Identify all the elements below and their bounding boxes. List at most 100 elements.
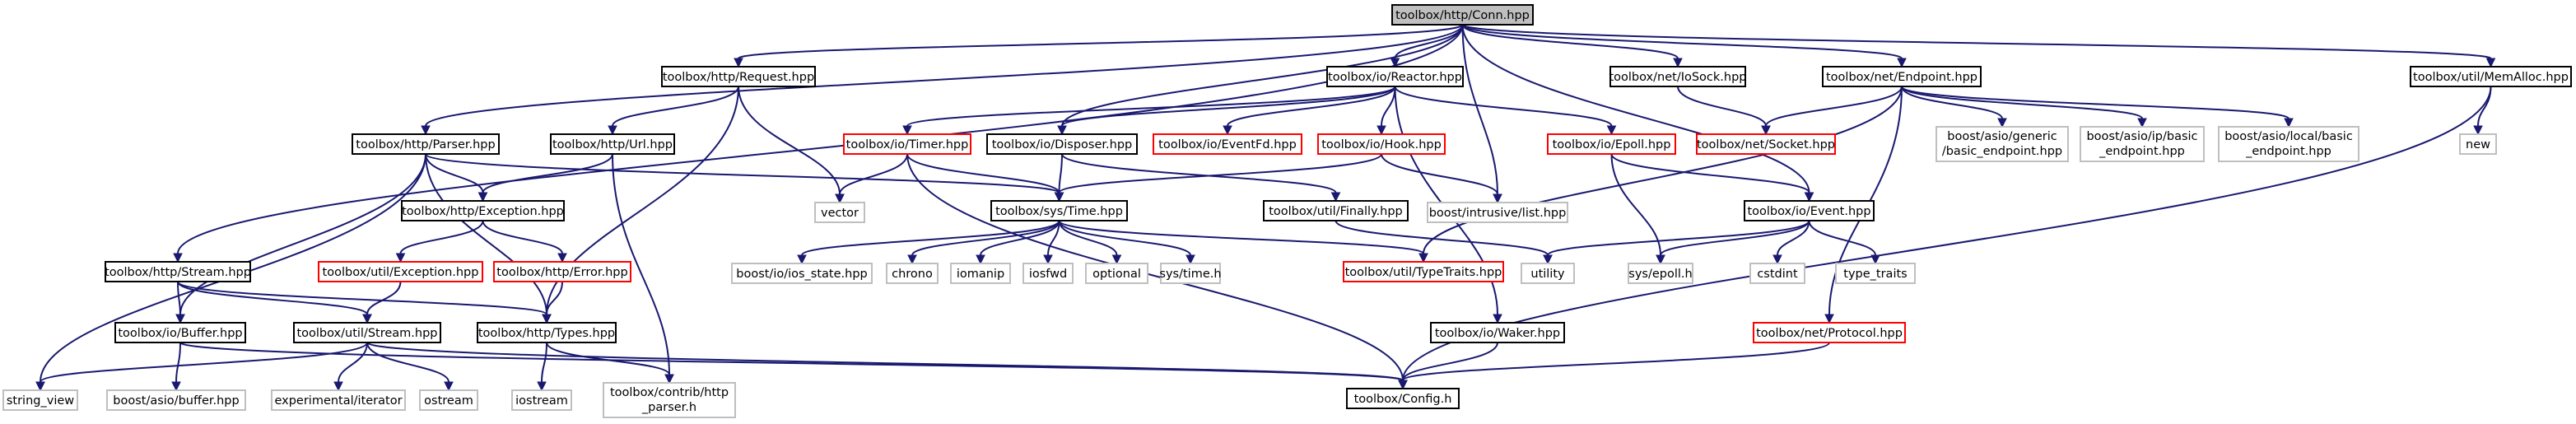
edge-endpoint-to-netsocket [1765, 86, 1903, 127]
node-exception-http[interactable]: toolbox/http/Exception.hpp [401, 200, 565, 221]
node-io-buffer[interactable]: toolbox/io/Buffer.hpp [114, 322, 246, 343]
node-label: toolbox/http/Exception.hpp [402, 205, 564, 218]
arrowhead [1772, 254, 1782, 265]
node-request[interactable]: toolbox/http/Request.hpp [661, 66, 816, 87]
node-time[interactable]: toolbox/sys/Time.hpp [990, 200, 1128, 221]
edge-time-to-iosfwd [1047, 220, 1060, 256]
edge-conn-to-event [1461, 24, 1810, 193]
node-memalloc[interactable]: toolbox/util/MemAlloc.hpp [2410, 66, 2572, 87]
node-netsocket[interactable]: toolbox/net/Socket.hpp [1696, 133, 1836, 155]
edge-iosock-to-netsocket [1677, 86, 1767, 127]
edge-io_buffer-to-asio_buffer [175, 342, 181, 383]
edge-reactor-to-disposer [1061, 86, 1396, 127]
node-http-types[interactable]: toolbox/http/Types.hpp [477, 322, 617, 343]
node-box [318, 261, 483, 282]
node-box [2410, 66, 2572, 87]
node-endpoint[interactable]: toolbox/net/Endpoint.hpp [1822, 66, 1982, 87]
node-protocol[interactable]: toolbox/net/Protocol.hpp [1753, 322, 1906, 343]
node-finally[interactable]: toolbox/util/Finally.hpp [1263, 200, 1409, 221]
node-label: toolbox/Config.h [1354, 393, 1452, 406]
edge-parser-to-exception_http [425, 153, 484, 193]
node-waker[interactable]: toolbox/io/Waker.hpp [1430, 322, 1565, 343]
node-iosock[interactable]: toolbox/net/IoSock.hpp [1609, 66, 1747, 87]
edge-time-to-systime [1058, 220, 1191, 256]
edge-conn-to-iosock [1461, 24, 1679, 59]
node-box [1391, 4, 1534, 26]
edge-http_types-to-iostream [541, 342, 547, 383]
node-label: iomanip [957, 268, 1004, 281]
edge-http_stream-to-io_buffer [177, 281, 181, 315]
node-hook[interactable]: toolbox/io/Hook.hpp [1317, 133, 1446, 155]
arrowhead [542, 314, 552, 324]
node-box [1427, 202, 1568, 223]
node-utility: utility [1521, 263, 1575, 284]
node-parser[interactable]: toolbox/http/Parser.hpp [352, 133, 500, 155]
node-box [1153, 133, 1302, 155]
arrowhead [1493, 314, 1502, 324]
node-box [1263, 200, 1409, 221]
node-string-view: string_view [2, 389, 78, 411]
node-eventfd[interactable]: toolbox/io/EventFd.hpp [1153, 133, 1302, 155]
edge-conn-to-endpoint [1461, 24, 1903, 59]
node-http-error[interactable]: toolbox/http/Error.hpp [493, 261, 631, 282]
node-label: toolbox/net/Socket.hpp [1697, 138, 1835, 151]
node-box [511, 389, 572, 411]
arrowhead [1111, 254, 1122, 265]
arrowhead [1761, 125, 1771, 136]
edge-disposer-to-finally [1061, 153, 1337, 193]
node-label: iostream [515, 394, 568, 408]
arrowhead [1418, 253, 1428, 263]
node-conn[interactable]: toolbox/http/Conn.hpp [1391, 4, 1534, 26]
node-box [1835, 263, 1916, 284]
arrowhead [1606, 125, 1617, 136]
node-box [1160, 263, 1221, 284]
node-typetraits-util[interactable]: toolbox/util/TypeTraits.hpp [1343, 261, 1504, 282]
edge-protocol-to-config [1402, 342, 1830, 381]
node-label: _parser.h [641, 401, 696, 414]
edge-http_stream-to-util_stream [177, 281, 368, 315]
node-label: toolbox/net/IoSock.hpp [1609, 71, 1746, 84]
edge-request-to-http_types [546, 86, 739, 315]
edge-time-to-chrono [911, 220, 1060, 256]
node-asio-buffer: boost/asio/buffer.hpp [106, 389, 246, 411]
node-iostream: iostream [511, 389, 572, 411]
node-box [477, 322, 617, 343]
node-iosfwd: iosfwd [1022, 263, 1074, 284]
node-box [1326, 66, 1464, 87]
arrowhead [1493, 193, 1502, 204]
node-util-exception[interactable]: toolbox/util/Exception.hpp [318, 261, 483, 282]
node-timer[interactable]: toolbox/io/Timer.hpp [843, 133, 971, 155]
node-config[interactable]: toolbox/Config.h [1346, 388, 1460, 409]
node-box [493, 261, 631, 282]
node-label: toolbox/util/Exception.hpp [323, 266, 479, 279]
node-event[interactable]: toolbox/io/Event.hpp [1744, 200, 1875, 221]
node-box [2, 389, 78, 411]
node-disposer[interactable]: toolbox/io/Disposer.hpp [986, 133, 1138, 155]
node-util-stream[interactable]: toolbox/util/Stream.hpp [293, 322, 441, 343]
node-vector: vector [814, 202, 865, 223]
edge-disposer-to-time [1058, 153, 1063, 193]
node-label: chrono [892, 268, 933, 281]
node-box [1547, 133, 1676, 155]
dependency-edges [35, 24, 2496, 392]
node-label: toolbox/http/Parser.hpp [356, 138, 495, 151]
node-label: boost/intrusive/list.hpp [1429, 207, 1567, 220]
node-label: toolbox/util/Finally.hpp [1269, 205, 1403, 218]
node-epoll[interactable]: toolbox/io/Epoll.hpp [1547, 133, 1676, 155]
node-box [661, 66, 816, 87]
node-url[interactable]: toolbox/http/Url.hpp [550, 133, 675, 155]
node-box [2080, 126, 2205, 162]
node-label: type_traits [1843, 268, 1907, 281]
arrowhead [734, 58, 743, 68]
arrowhead [1223, 125, 1232, 136]
node-box [1346, 388, 1460, 409]
edge-util_exception-to-util_stream [366, 281, 402, 315]
node-http-stream[interactable]: toolbox/http/Stream.hpp [105, 261, 251, 282]
arrowhead [1997, 118, 2007, 128]
arrowhead [1804, 192, 1814, 203]
node-label: toolbox/http/Error.hpp [496, 266, 627, 279]
edge-event-to-type_traits [1808, 220, 1876, 256]
edge-request-to-vector [738, 86, 841, 195]
node-reactor[interactable]: toolbox/io/Reactor.hpp [1326, 66, 1464, 87]
node-label: toolbox/net/Endpoint.hpp [1826, 71, 1977, 84]
